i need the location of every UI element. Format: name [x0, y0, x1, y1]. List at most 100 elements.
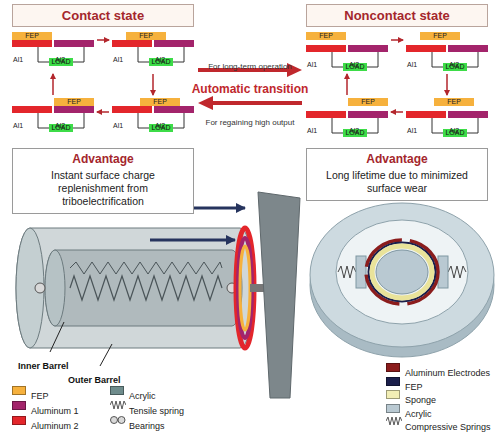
label-slot: Al2 — [155, 114, 165, 132]
advantage-text: Long lifetime due to minimized surface w… — [313, 169, 481, 195]
acrylic-housing — [310, 203, 494, 347]
label-slot: For regaining high output — [150, 111, 350, 129]
cycle-arrow — [52, 74, 54, 95]
blade — [258, 192, 300, 398]
housing-cavity — [336, 220, 468, 324]
outer-barrel-cap — [16, 228, 44, 348]
wire — [367, 118, 378, 133]
legend-label: Aluminum Electrodes — [405, 368, 490, 379]
advantage-heading: Advantage — [19, 152, 187, 167]
legend-icon — [386, 416, 402, 426]
wire — [432, 118, 443, 133]
transition-note: For regaining high output — [206, 118, 295, 128]
leader-line — [50, 322, 64, 352]
electrode-1 — [306, 111, 346, 118]
compressive-spring — [448, 266, 466, 278]
electrode-label: Al1 — [407, 127, 417, 135]
legend-swatch — [386, 404, 400, 413]
fep-layer: FEP — [434, 98, 474, 106]
fep-layer: FEP — [306, 32, 346, 40]
barrel-label: Outer Barrel — [68, 375, 121, 386]
fep-label: FEP — [420, 32, 460, 40]
electrode-label: Al2 — [55, 122, 65, 130]
cycle-arrow — [391, 39, 403, 41]
wire — [38, 113, 49, 128]
electrode-label: Al1 — [13, 56, 23, 64]
fep-layer: FEP — [140, 98, 180, 106]
legend-item: Acrylic — [110, 385, 156, 396]
electrode-2 — [154, 106, 194, 113]
fep-label: FEP — [348, 98, 388, 106]
legend-item: FEP — [12, 385, 49, 396]
wire — [432, 52, 443, 67]
wire — [467, 52, 478, 67]
electrode-2 — [348, 111, 388, 118]
fep-film — [369, 243, 436, 302]
legend-swatch — [386, 377, 400, 386]
label-slot: Al1 — [407, 119, 417, 137]
state-header: Noncontact state — [306, 4, 488, 27]
legend-label: Acrylic — [129, 391, 156, 402]
electrode-2 — [448, 111, 488, 118]
label-slot: Al2 — [55, 48, 65, 66]
wire — [173, 113, 184, 128]
wind-arrow — [150, 239, 235, 242]
acrylic-hub — [376, 250, 428, 294]
label-slot: Outer Barrel — [68, 369, 121, 387]
legend-item: Acrylic — [386, 403, 432, 414]
fep-layer: FEP — [348, 98, 388, 106]
wire — [138, 113, 149, 128]
wire — [367, 52, 378, 67]
aluminum-1-ring — [238, 238, 252, 338]
acrylic-block — [356, 256, 366, 288]
electrode-label: Al1 — [113, 122, 123, 130]
legend-item: Compressive Springs — [386, 416, 491, 427]
fep-layer: FEP — [54, 98, 94, 106]
state-header: Contact state — [12, 4, 194, 27]
legend-item: Tensile spring — [110, 400, 184, 411]
legend-swatch — [12, 401, 26, 410]
barrel-label: Inner Barrel — [18, 361, 69, 372]
electrode-label: Al2 — [449, 127, 459, 135]
transition-title: Automatic transition — [192, 82, 309, 96]
label-slot: Al1 — [307, 53, 317, 71]
fep-layer: FEP — [420, 32, 460, 40]
wire — [38, 47, 49, 62]
wire — [73, 113, 84, 128]
fep-layer: FEP — [12, 32, 52, 40]
label-slot: Al2 — [55, 114, 65, 132]
compressive-spring — [338, 266, 356, 278]
electrode-2 — [348, 45, 388, 52]
label-slot: Al2 — [349, 119, 359, 137]
legend-icon — [110, 400, 126, 410]
electrode-label: Al2 — [449, 61, 459, 69]
legend-label: Acrylic — [405, 409, 432, 420]
fep-ring — [240, 246, 250, 330]
arrow-head — [198, 96, 213, 110]
legend-swatch — [12, 416, 26, 425]
legend-label: FEP — [405, 382, 423, 393]
legend-label: Bearings — [129, 421, 165, 432]
legend-label: FEP — [31, 391, 49, 402]
electrode-1 — [406, 45, 446, 52]
spring-icon — [110, 401, 126, 409]
electrode-1 — [112, 106, 152, 113]
bearing — [35, 283, 45, 293]
wire — [138, 47, 149, 62]
legend-label: Aluminum 2 — [31, 421, 79, 432]
legend-label: Sponge — [405, 395, 436, 406]
bearing-icon — [111, 417, 118, 424]
electrode-label: Al1 — [407, 61, 417, 69]
label-slot: Al1 — [13, 114, 23, 132]
electrode-2 — [448, 45, 488, 52]
fep-label: FEP — [54, 98, 94, 106]
legend-item: Aluminum 2 — [12, 415, 79, 426]
legend-swatch — [386, 363, 400, 372]
electrode-label: Al2 — [155, 122, 165, 130]
electrode-1 — [112, 40, 152, 47]
electrode-2 — [54, 40, 94, 47]
electrode-label: Al1 — [307, 61, 317, 69]
cycle-arrow — [346, 74, 348, 95]
header-text: Contact state — [17, 8, 189, 23]
